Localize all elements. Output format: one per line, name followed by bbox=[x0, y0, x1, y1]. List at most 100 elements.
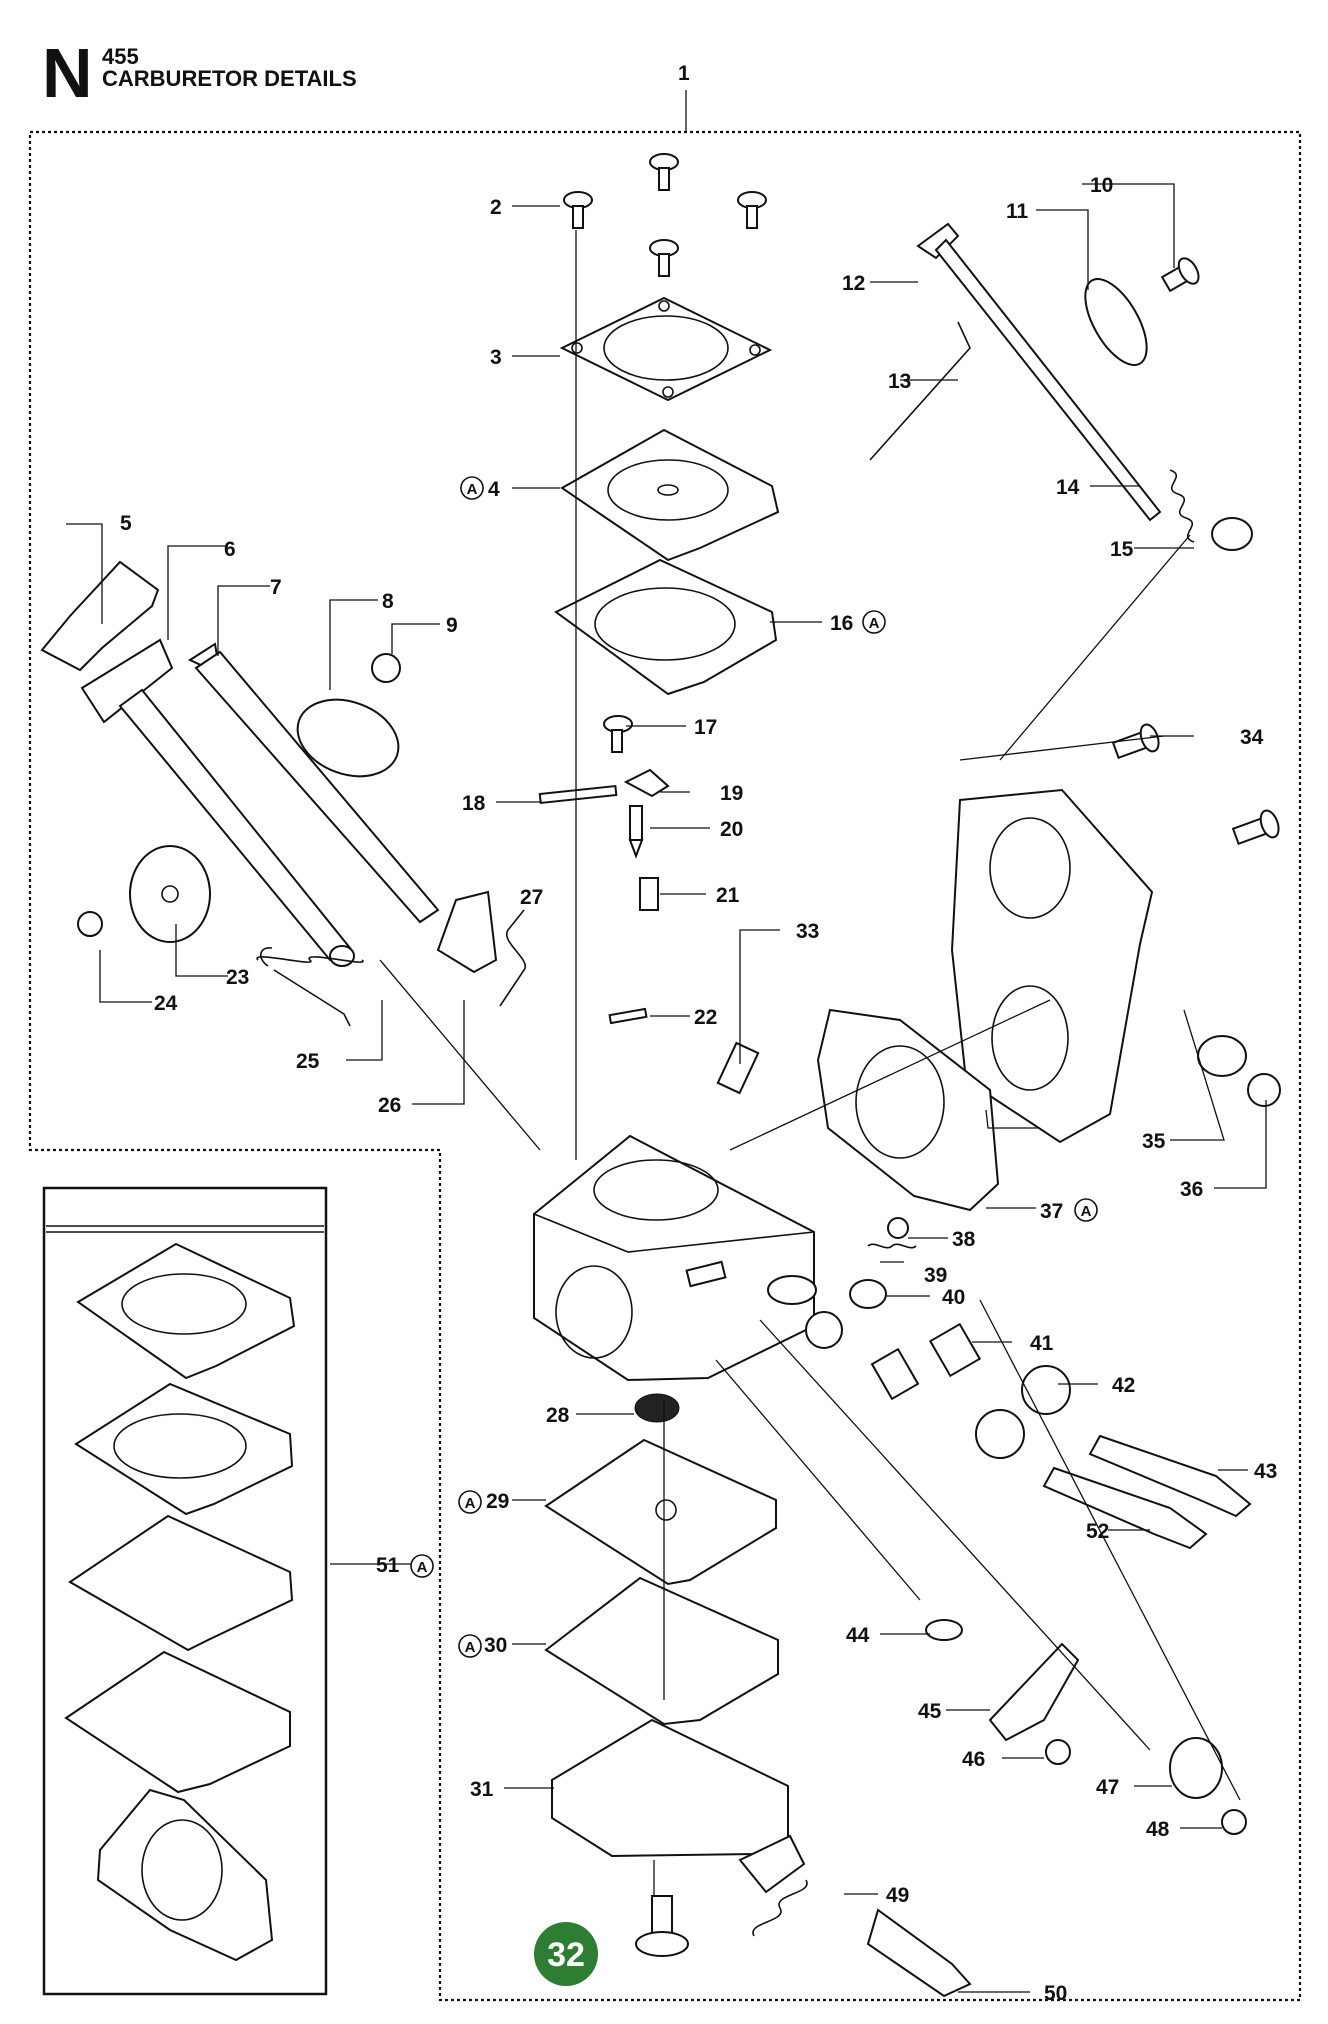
fuel-inlet-fitting bbox=[738, 1834, 972, 1998]
callout-46: 46 bbox=[962, 1748, 985, 1771]
callout-49: 49 bbox=[886, 1884, 909, 1907]
choke-control-shaft bbox=[869, 222, 1253, 551]
callout-21: 21 bbox=[716, 884, 740, 907]
parts-drawing bbox=[40, 153, 1281, 1998]
inlet-lever bbox=[623, 768, 670, 798]
intake-gasket bbox=[816, 1008, 1000, 1212]
choke-lever-ring bbox=[1169, 1737, 1223, 1799]
pump-diaphragm bbox=[544, 1576, 779, 1726]
callout-17: 17 bbox=[694, 716, 717, 739]
callout-3: 3 bbox=[490, 346, 502, 369]
callout-52: 52 bbox=[1086, 1520, 1109, 1543]
callout-51: 51 bbox=[376, 1554, 400, 1577]
kit-markers: A A A A A A bbox=[410, 476, 1098, 1658]
lever-pin bbox=[538, 784, 618, 805]
throttle-lever-washer bbox=[925, 1619, 963, 1641]
callout-20: 20 bbox=[720, 818, 743, 841]
callout-4: 4 bbox=[488, 478, 500, 501]
kit-marker-29: A bbox=[458, 1490, 482, 1514]
callout-27: 27 bbox=[520, 886, 543, 909]
fuel-pump-cover bbox=[551, 1718, 789, 1858]
kit-marker-4: A bbox=[460, 476, 484, 500]
inlet-lever-screw bbox=[603, 715, 633, 753]
intake-adapter bbox=[950, 788, 1154, 1144]
callout-leaders bbox=[66, 183, 1267, 1993]
callout-16: 16 bbox=[830, 612, 853, 635]
metering-gasket bbox=[554, 558, 778, 696]
callout-18: 18 bbox=[462, 792, 486, 815]
callout-11: 11 bbox=[1006, 200, 1029, 223]
callout-38: 38 bbox=[952, 1228, 976, 1251]
callout-33: 33 bbox=[796, 920, 819, 943]
callout-22: 22 bbox=[694, 1006, 717, 1029]
svg-text:A: A bbox=[465, 1639, 476, 1656]
throttle-spring bbox=[256, 947, 364, 1027]
kit-marker-51: A bbox=[410, 1554, 434, 1578]
throttle-lever-arm bbox=[988, 1642, 1080, 1742]
pump-cover-screw bbox=[635, 1895, 689, 1957]
choke-lever bbox=[436, 890, 498, 974]
filter-screen bbox=[634, 1393, 680, 1423]
callout-15: 15 bbox=[1110, 538, 1134, 561]
adapter-bushing bbox=[1197, 1035, 1281, 1107]
callout-37: 37 bbox=[1040, 1200, 1063, 1223]
throttle-valve-plate bbox=[129, 845, 211, 943]
header-letter: N bbox=[42, 34, 93, 112]
choke-valve-screw bbox=[371, 653, 401, 683]
assembly-boundary bbox=[28, 130, 1302, 2002]
callout-8: 8 bbox=[382, 590, 394, 613]
svg-text:A: A bbox=[869, 615, 880, 632]
fuel-needle bbox=[628, 805, 644, 859]
callout-41: 41 bbox=[1030, 1332, 1054, 1355]
callout-30: 30 bbox=[484, 1634, 507, 1657]
choke-shaft bbox=[187, 642, 440, 924]
callout-25: 25 bbox=[296, 1050, 320, 1073]
throttle-valve-screw bbox=[77, 911, 103, 937]
callout-7: 7 bbox=[270, 576, 282, 599]
svg-text:A: A bbox=[1081, 1203, 1092, 1220]
callout-19: 19 bbox=[720, 782, 743, 805]
callout-40: 40 bbox=[942, 1286, 965, 1309]
callout-2: 2 bbox=[490, 196, 502, 219]
callout-24: 24 bbox=[154, 992, 178, 1015]
callout-6: 6 bbox=[224, 538, 236, 561]
header-title: CARBURETOR DETAILS bbox=[102, 66, 357, 91]
callout-labels: 1 2 3 4 5 6 7 8 9 10 11 12 13 14 15 16 1… bbox=[120, 62, 1277, 2005]
callout-29: 29 bbox=[486, 1490, 509, 1513]
throttle-lever bbox=[40, 560, 160, 672]
callout-12: 12 bbox=[842, 272, 865, 295]
callout-39: 39 bbox=[924, 1264, 947, 1287]
kit-marker-37: A bbox=[1074, 1198, 1098, 1222]
alignment-lines bbox=[379, 230, 1241, 1896]
lever-arm-screw bbox=[1045, 1739, 1071, 1765]
needle-valve bbox=[608, 1007, 648, 1025]
header-model-number: 455 bbox=[102, 44, 139, 69]
check-valve bbox=[716, 1041, 760, 1095]
callout-34: 34 bbox=[1240, 726, 1264, 749]
callout-28: 28 bbox=[546, 1404, 570, 1427]
kit-marker-30: A bbox=[458, 1634, 482, 1658]
callout-42: 42 bbox=[1112, 1374, 1135, 1397]
svg-text:A: A bbox=[467, 481, 478, 498]
callout-36: 36 bbox=[1180, 1178, 1203, 1201]
callout-13: 13 bbox=[888, 370, 911, 393]
lever-spring bbox=[639, 877, 659, 911]
pump-gasket bbox=[544, 1438, 777, 1586]
svg-text:A: A bbox=[465, 1495, 476, 1512]
callout-43: 43 bbox=[1254, 1460, 1277, 1483]
throttle-shaft bbox=[80, 638, 355, 967]
choke-spring bbox=[499, 909, 527, 1007]
kit-marker-16: A bbox=[862, 610, 886, 634]
kit-box-contents bbox=[64, 1242, 296, 1962]
callout-5: 5 bbox=[120, 512, 132, 535]
callout-23: 23 bbox=[226, 966, 249, 989]
cover-screws bbox=[563, 153, 767, 277]
choke-valve-plate bbox=[296, 698, 400, 778]
adjustment-screws bbox=[805, 1217, 1252, 1550]
choke-ring-screw bbox=[1221, 1809, 1247, 1835]
highlight-badge-32 bbox=[534, 1922, 598, 1986]
callout-45: 45 bbox=[918, 1700, 942, 1723]
callout-31: 31 bbox=[470, 1778, 494, 1801]
callout-9: 9 bbox=[446, 614, 458, 637]
